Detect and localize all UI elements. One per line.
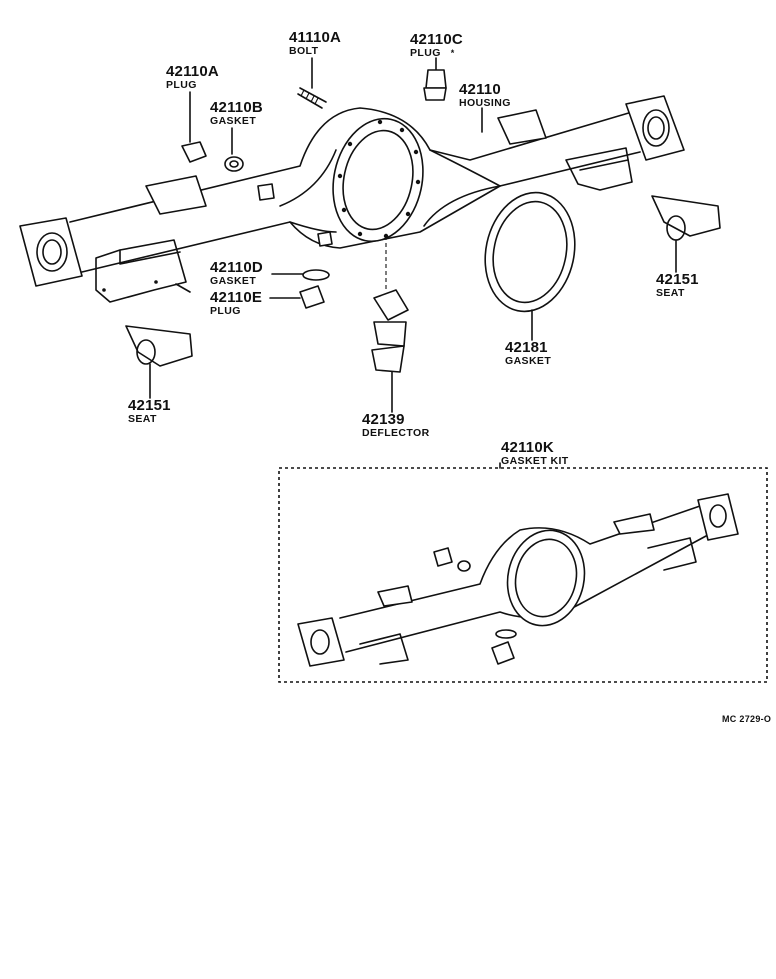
plug-42110c <box>423 57 447 101</box>
deflector-42139 <box>371 236 409 413</box>
part-name: BOLT <box>289 45 319 57</box>
part-number: 42181 <box>505 339 548 356</box>
part-number: 41110A <box>289 29 342 46</box>
part-number: 42110A <box>166 63 219 80</box>
part-number: 42110E <box>210 289 263 306</box>
part-number: 42151 <box>656 271 699 288</box>
part-name: DEFLECTOR <box>362 427 430 439</box>
label-gasket-42181: 42181 GASKET <box>505 340 551 367</box>
gasket-kit-box <box>278 462 768 683</box>
part-name: PLUG <box>210 305 241 317</box>
plug-42110e <box>269 285 325 309</box>
part-name: GASKET <box>505 355 552 367</box>
part-name: PLUG* <box>410 47 455 59</box>
label-gasket-42110d: 42110D GASKET <box>210 260 263 287</box>
part-name: GASKET <box>210 115 257 127</box>
part-number: 42139 <box>362 411 405 428</box>
part-number: 42151 <box>128 397 171 414</box>
gasket-42110d <box>271 269 330 281</box>
label-plug-42110c: 42110C PLUG* <box>410 32 463 59</box>
part-name: SEAT <box>128 413 157 425</box>
part-number: 42110B <box>210 99 263 116</box>
label-plug-42110a: 42110A PLUG <box>166 64 219 91</box>
part-name: HOUSING <box>459 97 511 109</box>
part-name: SEAT <box>656 287 685 299</box>
gasket-42181 <box>484 191 576 341</box>
part-number: 42110 <box>459 81 501 98</box>
part-name: PLUG <box>166 79 197 91</box>
plug-42110a <box>181 91 207 163</box>
bolt-41110a <box>297 57 327 109</box>
label-gasket-42110b: 42110B GASKET <box>210 100 263 127</box>
label-seat-42151-left: 42151 SEAT <box>128 398 171 425</box>
part-name: GASKET KIT <box>501 455 569 467</box>
axle-housing <box>19 95 685 303</box>
part-number: 42110C <box>410 31 463 48</box>
drawing-code: MC 2729-O <box>722 714 772 724</box>
label-bolt-41110a: 41110A BOLT <box>289 30 341 57</box>
part-number: 42110D <box>210 259 263 276</box>
seat-42151-left <box>125 325 193 399</box>
gasket-42110b <box>224 127 244 172</box>
label-housing-42110: 42110 HOUSING <box>459 82 511 109</box>
part-number: 42110K <box>501 439 554 456</box>
label-gasket-kit-42110k: 42110K GASKET KIT <box>501 440 569 467</box>
part-name: GASKET <box>210 275 257 287</box>
seat-42151-right <box>651 195 721 273</box>
label-seat-42151-right: 42151 SEAT <box>656 272 699 299</box>
label-deflector-42139: 42139 DEFLECTOR <box>362 412 430 439</box>
footnote-mark: * <box>450 48 455 58</box>
label-plug-42110e: 42110E PLUG <box>210 290 262 317</box>
